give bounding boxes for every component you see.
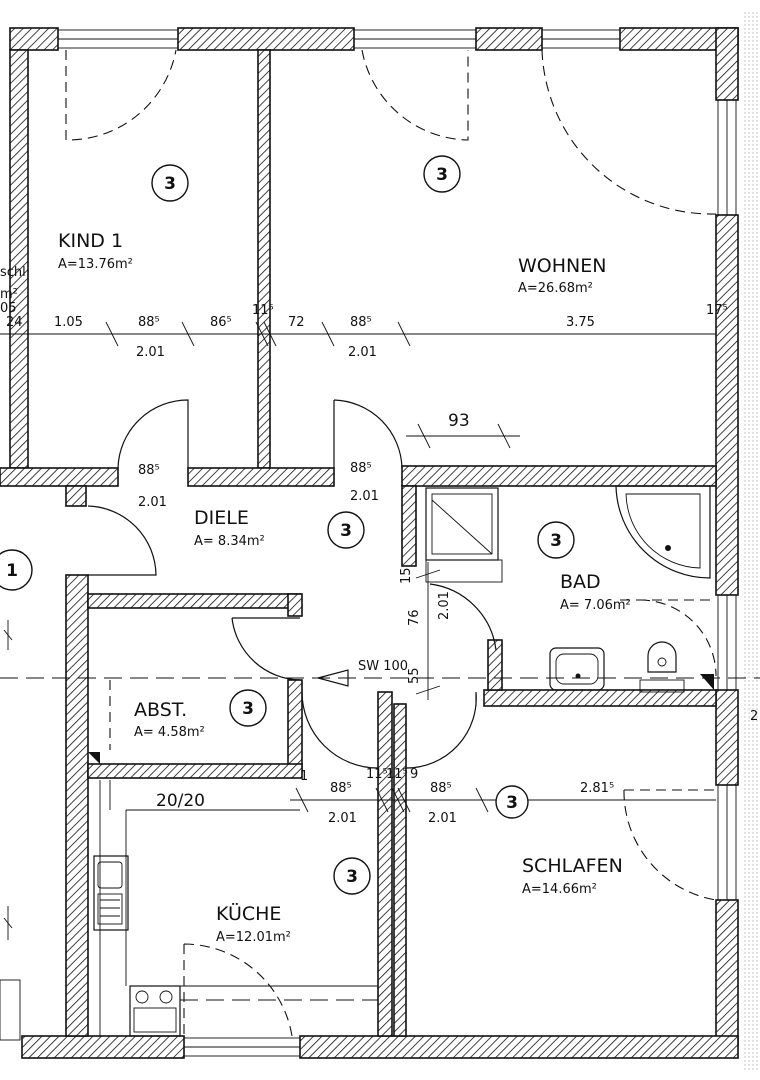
dim-top-6: 72 (288, 315, 305, 330)
room-area-abst: A= 4.58m² (134, 725, 205, 740)
dim-top-2: 1.05 (54, 315, 83, 330)
dim-bottom-6: 88⁵ (430, 781, 452, 796)
dim-diele-door-1: 88⁵ (138, 463, 160, 478)
dim-bad-76: 76 (407, 609, 422, 626)
room-name-kueche: KÜCHE (216, 902, 281, 925)
dimension-lines (0, 321, 716, 813)
marker-bad: 3 (537, 521, 575, 559)
svg-text:3: 3 (550, 531, 562, 551)
room-labels: KIND 1 A=13.76m² WOHNEN A=26.68m² DIELE … (0, 230, 631, 945)
fixtures (0, 485, 714, 1041)
dim-bottom-5: 9 (410, 767, 418, 782)
room-name-wohnen: WOHNEN (518, 255, 606, 277)
dim-bottom-7: 2.81⁵ (580, 781, 614, 796)
dim-top-9: 17⁵ (706, 303, 728, 318)
dim-bottom-sub-2: 2.01 (428, 811, 457, 826)
svg-text:3: 3 (436, 165, 448, 185)
dim-diele-door-2-sub: 2.01 (350, 489, 379, 504)
svg-text:3: 3 (346, 867, 358, 887)
dim-top-4: 86⁵ (210, 315, 232, 330)
room-area-kind1: A=13.76m² (58, 257, 133, 272)
dim-bottom-1: 1 (300, 769, 308, 784)
marker-wohnen: 3 (423, 155, 461, 193)
marker-kind1: 3 (151, 164, 189, 202)
room-area-bad: A= 7.06m² (560, 598, 631, 613)
room-name-kind1: KIND 1 (58, 230, 123, 252)
door-swings (65, 49, 717, 1037)
axis-ticks (3, 620, 13, 940)
svg-text:3: 3 (242, 699, 254, 719)
svg-text:3: 3 (340, 521, 352, 541)
dim-top-1: 24 (6, 315, 23, 330)
interior-walls (0, 49, 717, 1037)
exterior-texture (742, 10, 760, 1072)
dim-bottom-2: 88⁵ (330, 781, 352, 796)
marker-schlafen: 3 (495, 785, 529, 819)
partial-room-extra: 05 (0, 301, 17, 316)
partial-room-area: m² (0, 287, 18, 302)
dim-bottom-4: 11⁵ (386, 767, 408, 782)
svg-text:1: 1 (6, 561, 18, 581)
dim-top-sub-1: 2.01 (136, 345, 165, 360)
dim-diele-door-1-sub: 2.01 (138, 495, 167, 510)
marker-diele: 3 (327, 511, 365, 549)
dimension-labels: 24 1.05 88⁵ 86⁵ 11⁵ 72 88⁵ 3.75 17⁵ 2.01… (6, 303, 728, 826)
axis-marker-1: 1 (0, 549, 33, 591)
section-line (0, 669, 760, 750)
svg-text:3: 3 (164, 174, 176, 194)
edge-marker-2: 2 (750, 709, 758, 724)
room-name-diele: DIELE (194, 507, 249, 529)
dim-bottom-sub-1: 2.01 (328, 811, 357, 826)
partial-room-name: schl (0, 265, 26, 280)
dim-top-7: 88⁵ (350, 315, 372, 330)
dim-top-8: 3.75 (566, 315, 595, 330)
dim-bad-201: 2.01 (437, 591, 452, 620)
dim-top-sub-2: 2.01 (348, 345, 377, 360)
dim-bad-55: 55 (407, 667, 422, 684)
room-area-schlafen: A=14.66m² (522, 882, 597, 897)
room-area-diele: A= 8.34m² (194, 534, 265, 549)
marker-abst: 3 (229, 689, 267, 727)
dim-diele-door-2: 88⁵ (350, 461, 372, 476)
dim-top-3: 88⁵ (138, 315, 160, 330)
room-area-wohnen: A=26.68m² (518, 281, 593, 296)
kitchen-label: 20/20 (156, 791, 205, 811)
dim-top-5: 11⁵ (252, 303, 274, 318)
room-area-kueche: A=12.01m² (216, 930, 291, 945)
svg-text:3: 3 (506, 793, 518, 813)
room-name-schlafen: SCHLAFEN (522, 855, 623, 877)
dim-93: 93 (448, 411, 470, 431)
sw-label: SW 100 (358, 659, 408, 674)
room-name-abst: ABST. (134, 699, 187, 721)
dim-bottom-3: 11⁵ (366, 767, 388, 782)
floor-markers: 3 3 3 3 3 3 3 1 2 (0, 155, 758, 895)
dim-bad-15: 15 (399, 567, 414, 584)
marker-kueche: 3 (333, 857, 371, 895)
exterior-walls (9, 27, 739, 1059)
room-name-bad: BAD (560, 571, 601, 593)
